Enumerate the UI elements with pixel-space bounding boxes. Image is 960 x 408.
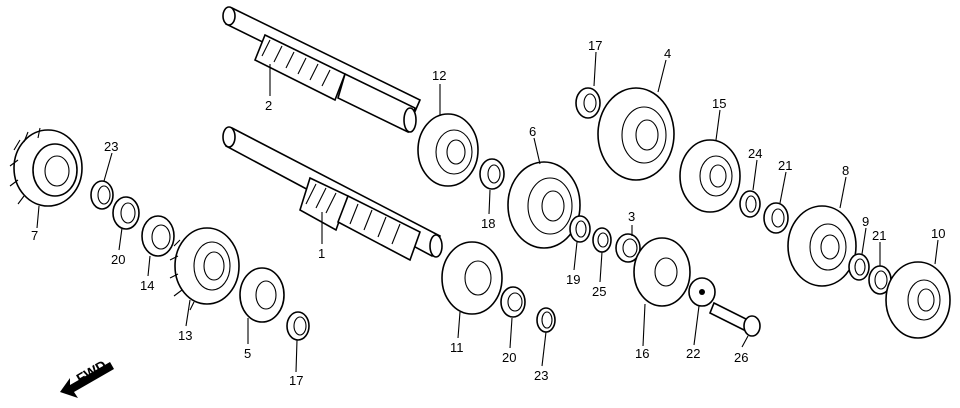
callout-17-bottom: 17 bbox=[289, 373, 303, 388]
washer-part-21-top bbox=[763, 202, 789, 234]
callout-16: 16 bbox=[635, 346, 649, 361]
callout-23-bottom: 23 bbox=[534, 368, 548, 383]
plate-part-22 bbox=[688, 277, 716, 307]
washer-part-19 bbox=[569, 215, 591, 243]
callout-3: 3 bbox=[628, 209, 635, 224]
callout-1: 1 bbox=[318, 246, 325, 261]
washer-part-18 bbox=[479, 158, 505, 190]
bolt-part-26 bbox=[708, 301, 761, 337]
gear-part-11 bbox=[441, 241, 503, 315]
callout-24: 24 bbox=[748, 146, 762, 161]
gear-part-13 bbox=[169, 227, 240, 311]
gear-part-7 bbox=[9, 127, 83, 207]
callout-20-left: 20 bbox=[111, 252, 125, 267]
gear-part-12 bbox=[417, 113, 479, 187]
callout-2: 2 bbox=[265, 98, 272, 113]
gear-part-8 bbox=[787, 205, 857, 287]
fwd-arrow-icon bbox=[60, 362, 114, 398]
callout-18: 18 bbox=[481, 216, 495, 231]
washer-part-17-top bbox=[575, 87, 601, 119]
washer-part-24 bbox=[739, 190, 761, 218]
callout-13: 13 bbox=[178, 328, 192, 343]
gear-part-10 bbox=[885, 261, 951, 339]
collar-part-3 bbox=[615, 233, 641, 263]
circlip-part-23-bottom bbox=[536, 307, 556, 333]
callout-7: 7 bbox=[31, 228, 38, 243]
fwd-label: FWD bbox=[74, 357, 110, 387]
countershaft-part-1 bbox=[222, 126, 443, 262]
callout-17-top: 17 bbox=[588, 38, 602, 53]
mainshaft-part-2 bbox=[222, 6, 422, 134]
callout-5: 5 bbox=[244, 346, 251, 361]
callout-labels: 2 1 3 4 5 6 7 8 9 10 11 12 13 14 15 16 1… bbox=[31, 38, 945, 388]
callout-21-top: 21 bbox=[778, 158, 792, 173]
washer-part-23-left bbox=[90, 180, 114, 210]
callout-9: 9 bbox=[862, 214, 869, 229]
callout-22: 22 bbox=[686, 346, 700, 361]
callout-11: 11 bbox=[450, 340, 464, 355]
callout-23-left: 23 bbox=[104, 139, 118, 154]
callout-19: 19 bbox=[566, 272, 580, 287]
callout-4: 4 bbox=[664, 46, 671, 61]
leader-lines bbox=[36, 51, 939, 373]
washer-part-20-bottom bbox=[500, 286, 526, 318]
washer-part-20-left bbox=[112, 196, 140, 230]
callout-12: 12 bbox=[432, 68, 446, 83]
gear-part-4 bbox=[597, 87, 675, 181]
callout-20-bottom: 20 bbox=[502, 350, 516, 365]
washer-part-17-bottom bbox=[286, 311, 310, 341]
fwd-arrow: FWD bbox=[60, 357, 114, 398]
callout-15: 15 bbox=[712, 96, 726, 111]
gear-part-5 bbox=[239, 267, 285, 323]
gear-part-15 bbox=[679, 139, 741, 213]
callout-25: 25 bbox=[592, 284, 606, 299]
gear-part-6 bbox=[507, 161, 581, 249]
washer-part-25 bbox=[592, 227, 612, 253]
callout-21-right: 21 bbox=[872, 228, 886, 243]
sprocket-part-16 bbox=[633, 237, 691, 307]
callout-10: 10 bbox=[931, 226, 945, 241]
callout-6: 6 bbox=[529, 124, 536, 139]
callout-14: 14 bbox=[140, 278, 154, 293]
washer-part-9 bbox=[848, 253, 870, 281]
callout-26: 26 bbox=[734, 350, 748, 365]
bushing-part-14 bbox=[141, 215, 175, 257]
callout-8: 8 bbox=[842, 163, 849, 178]
